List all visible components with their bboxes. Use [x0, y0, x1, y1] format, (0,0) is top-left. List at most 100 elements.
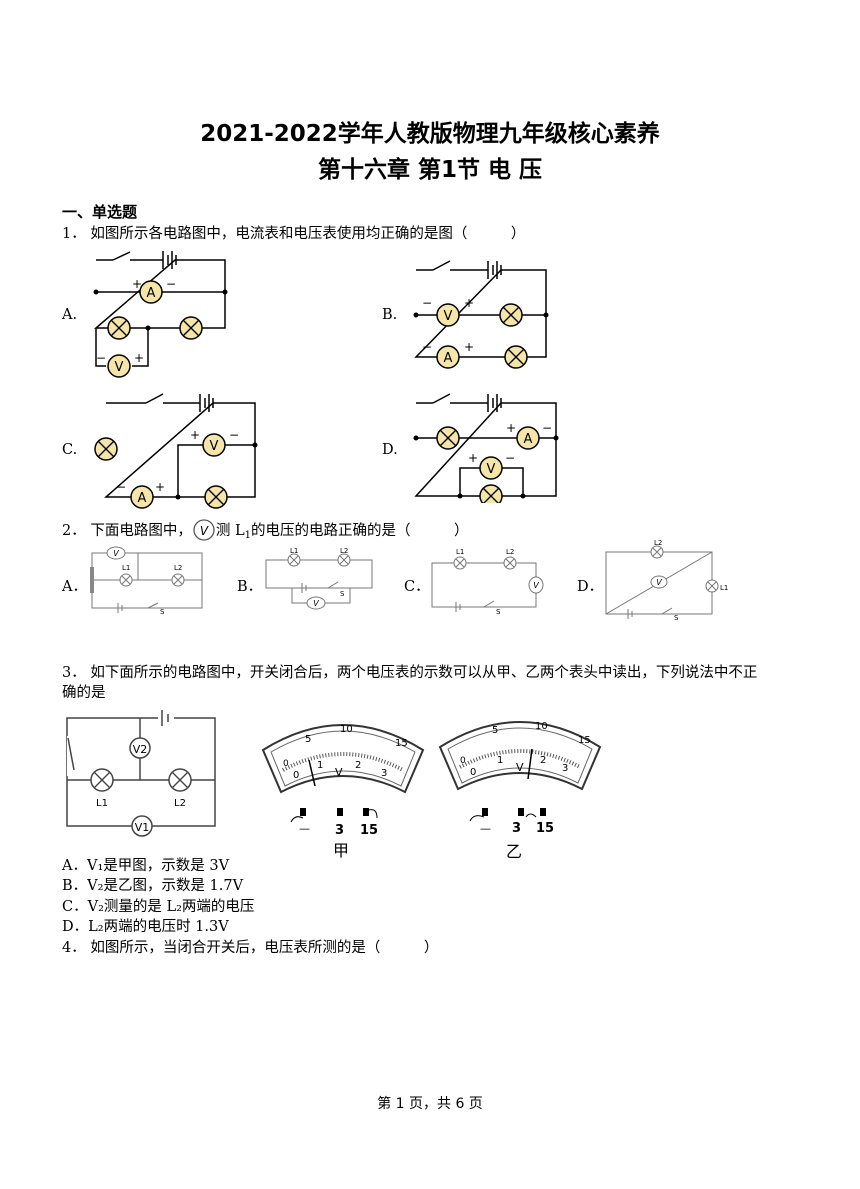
q2-stem-post: 测 L: [215, 523, 245, 539]
svg-text:+: +: [134, 351, 144, 365]
svg-text:−: −: [422, 340, 432, 354]
svg-text:−: −: [116, 480, 126, 494]
svg-text:S: S: [340, 590, 345, 598]
svg-text:3: 3: [381, 768, 387, 779]
svg-text:V: V: [115, 360, 124, 375]
svg-text:A: A: [138, 491, 147, 506]
q2-circuit-d: L2 V L1 S: [605, 540, 728, 620]
svg-text:V: V: [516, 761, 524, 774]
svg-text:+: +: [468, 451, 478, 465]
voltmeter-icon: V: [193, 519, 215, 541]
q3-choice-a: A．V₁是甲图，示数是 3V: [62, 858, 230, 874]
q1-stem: 1． 如图所示各电路图中，电流表和电压表使用均正确的是图（ ）: [62, 226, 526, 242]
svg-text:L2: L2: [174, 798, 186, 809]
svg-text:0: 0: [283, 759, 289, 769]
q2-stem-sub: 1: [244, 530, 251, 541]
svg-text:V: V: [210, 439, 219, 454]
svg-text:15: 15: [536, 821, 554, 836]
svg-text:V: V: [656, 578, 662, 587]
svg-text:+: +: [155, 480, 165, 494]
q1-option-a-label: A.: [62, 307, 78, 323]
svg-text:3: 3: [512, 821, 521, 836]
svg-text:5: 5: [305, 734, 311, 745]
q1-circuit-b: V − + A − +: [413, 260, 549, 369]
svg-text:−: −: [96, 351, 106, 365]
svg-text:V: V: [487, 462, 496, 477]
svg-text:V: V: [313, 599, 319, 608]
svg-text:0: 0: [460, 756, 466, 766]
svg-text:1: 1: [497, 755, 503, 766]
svg-text:15: 15: [578, 735, 591, 746]
svg-text:10: 10: [535, 721, 548, 732]
svg-text:L1: L1: [122, 564, 130, 572]
q2-circuit-a: V L1 L2 S: [90, 546, 203, 615]
q1-circuit-c: V + − A − +: [94, 393, 258, 509]
svg-text:V1: V1: [135, 821, 150, 834]
svg-text:V: V: [533, 581, 539, 590]
svg-text:V: V: [113, 549, 119, 558]
svg-text:10: 10: [340, 724, 353, 735]
svg-text:L1: L1: [96, 798, 108, 809]
svg-text:2: 2: [355, 760, 361, 771]
svg-text:L1: L1: [290, 548, 298, 555]
page-footer: 第 1 页，共 6 页: [377, 1096, 483, 1112]
svg-text:V: V: [200, 524, 209, 538]
svg-text:—: —: [299, 822, 310, 835]
svg-text:L2: L2: [654, 540, 662, 547]
q3-meter-yi-label: 乙: [506, 842, 523, 861]
svg-text:A: A: [147, 286, 156, 301]
q3-choice-d: D．L₂两端的电压时 1.3V: [62, 919, 229, 935]
svg-text:5: 5: [492, 725, 498, 736]
svg-text:+: +: [190, 428, 200, 442]
svg-text:—: —: [480, 822, 491, 835]
section-heading: 一、单选题: [62, 203, 138, 221]
q1-circuit-d: A + − V + −: [413, 393, 559, 503]
q3-stem-line2: 确的是: [62, 685, 106, 701]
q4-stem: 4． 如图所示，当闭合开关后，电压表所测的是（ ）: [62, 940, 439, 956]
svg-text:−: −: [542, 421, 552, 435]
svg-text:+: +: [464, 296, 474, 310]
svg-text:V2: V2: [133, 743, 148, 756]
svg-text:L2: L2: [506, 548, 514, 556]
q1-option-d-label: D.: [382, 442, 398, 458]
q3-stem-line1: 3． 如下面所示的电路图中，开关闭合后，两个电压表的示数可以从甲、乙两个表头中读…: [62, 665, 758, 681]
svg-text:V: V: [444, 309, 453, 324]
q2-stem-end: 的电压的电路正确的是（ ）: [250, 523, 469, 539]
q3-choice-c: C．V₂测量的是 L₂两端的电压: [62, 899, 255, 915]
svg-text:−: −: [166, 277, 176, 291]
svg-text:A: A: [444, 351, 453, 366]
q1-option-c-label: C.: [62, 442, 78, 458]
svg-text:S: S: [160, 608, 165, 615]
title-line1: 2021-2022学年人教版物理九年级核心素养: [200, 121, 660, 147]
svg-text:0: 0: [293, 770, 299, 781]
svg-text:L2: L2: [340, 548, 348, 555]
svg-text:3: 3: [335, 823, 344, 838]
svg-text:+: +: [506, 421, 516, 435]
svg-text:−: −: [422, 296, 432, 310]
q1-option-b-label: B.: [382, 307, 398, 323]
q2-option-d-label: D．: [577, 579, 604, 595]
q1-circuit-a: A + − V − +: [93, 251, 228, 378]
svg-text:15: 15: [395, 738, 408, 749]
q2-option-c-label: C．: [404, 579, 430, 595]
q2-circuit-b: L1 L2 S V: [265, 548, 373, 610]
svg-text:S: S: [674, 614, 679, 620]
svg-text:+: +: [464, 340, 474, 354]
q3-meter-jia-label: 甲: [333, 841, 350, 860]
svg-text:L2: L2: [174, 564, 182, 572]
q2-circuit-c: L1 L2 V S: [431, 548, 544, 615]
title-line2: 第十六章 第1节 电 压: [317, 157, 543, 183]
svg-text:−: −: [229, 428, 239, 442]
svg-text:3: 3: [562, 763, 568, 774]
svg-text:L1: L1: [720, 584, 728, 592]
svg-text:+: +: [132, 277, 142, 291]
svg-text:A: A: [524, 432, 533, 447]
svg-text:−: −: [505, 451, 515, 465]
svg-text:1: 1: [317, 760, 323, 771]
svg-text:L1: L1: [456, 548, 464, 556]
svg-text:0: 0: [470, 767, 476, 778]
svg-text:S: S: [496, 608, 501, 615]
